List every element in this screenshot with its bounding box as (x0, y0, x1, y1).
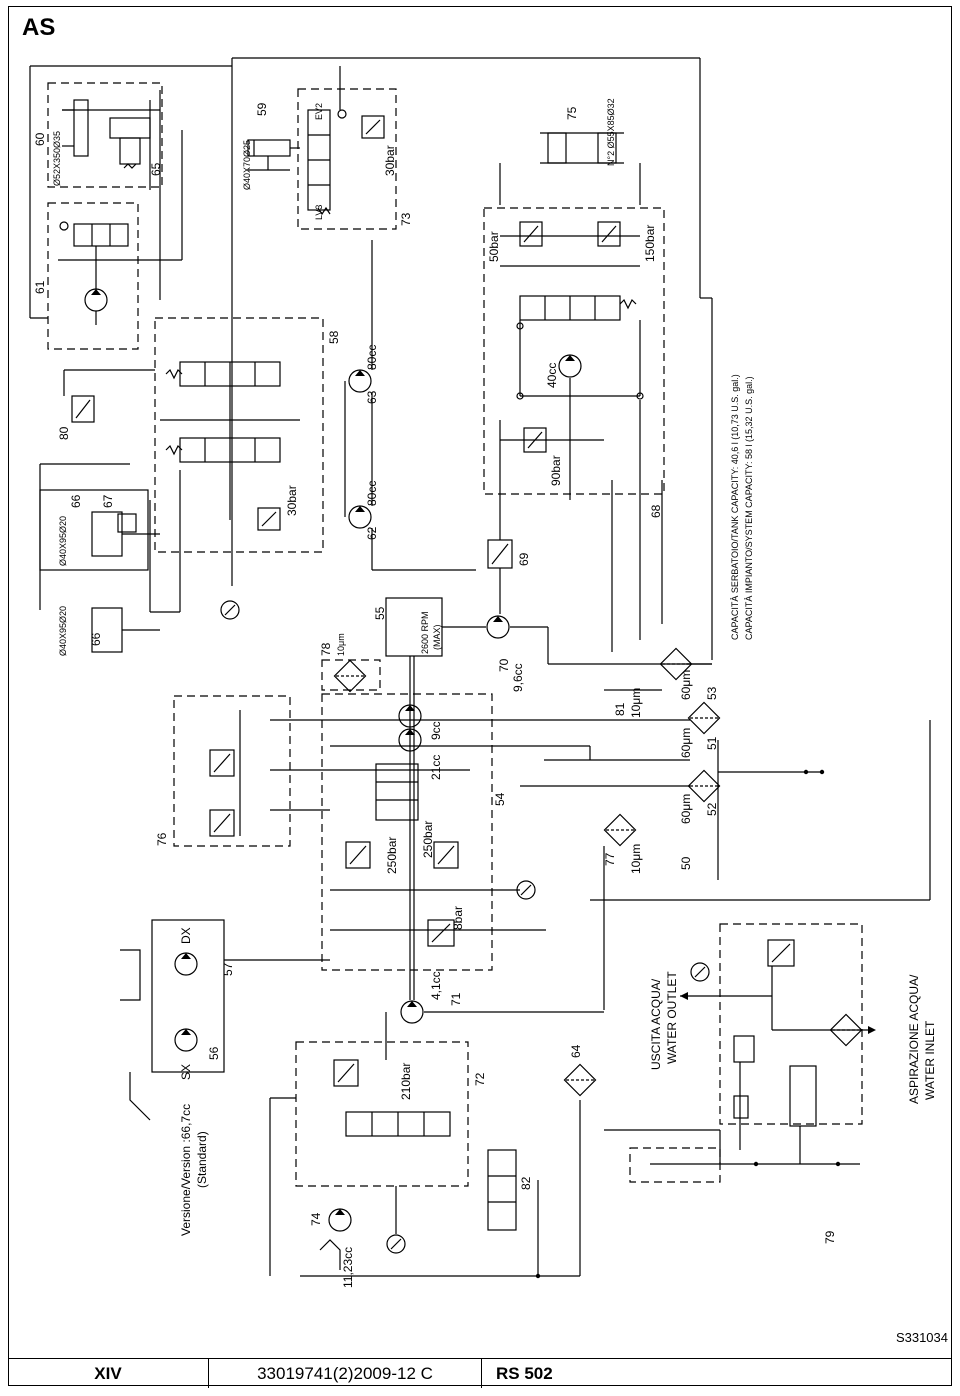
label-76: 76 (155, 832, 169, 846)
label-210bar: 210bar (399, 1063, 413, 1100)
label-water-inlet-1: ASPIRAZIONE ACQUA/ (907, 974, 921, 1104)
label-spec-a: Ø40X95Ø20 (58, 516, 68, 566)
sheet-label: AS (22, 14, 56, 41)
label-4-1cc: 4,1cc (429, 971, 443, 1000)
label-10um-a: 10μm (336, 633, 346, 656)
label-water-inlet-2: WATER INLET (923, 1020, 937, 1100)
label-60-spec: Ø52X350Ø35 (52, 131, 62, 186)
label-version: Versione/Version :66,7cc (179, 1104, 193, 1236)
document-number: 33019741(2)2009-12 C (209, 1359, 482, 1388)
label-8bar: 8bar (451, 906, 465, 930)
page-number: XIV (8, 1359, 209, 1388)
label-72: 72 (473, 1072, 487, 1086)
label-74: 74 (309, 1212, 323, 1226)
label-75-spec: N°2 Ø55X85Ø32 (606, 98, 616, 166)
label-70: 70 (497, 658, 511, 672)
label-30bar-b: 30bar (285, 485, 299, 516)
label-61: 61 (33, 280, 47, 294)
drawing-code: S331034 (895, 1330, 948, 1345)
label-55: 55 (373, 606, 387, 620)
label-71: 71 (449, 992, 463, 1006)
label-65: 65 (149, 162, 163, 176)
label-sx: SX (179, 1064, 193, 1080)
label-250bar-b: 250bar (421, 821, 435, 858)
label-64: 64 (569, 1044, 583, 1058)
label-57: 57 (221, 962, 235, 976)
label-lv3: LV3 (314, 205, 324, 220)
label-53: 53 (705, 686, 719, 700)
label-21cc: 21cc (429, 755, 443, 780)
label-80: 80 (57, 426, 71, 440)
label-52: 52 (705, 802, 719, 816)
label-82: 82 (519, 1176, 533, 1190)
label-78: 78 (319, 642, 333, 656)
label-63: 63 (365, 390, 379, 404)
label-77: 77 (603, 852, 617, 866)
label-90bar: 90bar (549, 455, 563, 486)
label-58: 58 (327, 330, 341, 344)
model-name: RS 502 (496, 1363, 553, 1383)
label-59-spec: Ø40X70Ø25 (242, 140, 252, 190)
label-56: 56 (207, 1046, 221, 1060)
label-spec-b: Ø40X95Ø20 (58, 606, 68, 656)
label-66-b: 66 (89, 632, 103, 646)
label-60um-a: 60μm (679, 670, 693, 700)
label-60um-b: 60μm (679, 728, 693, 758)
label-50: 50 (679, 856, 693, 870)
label-30bar-a: 30bar (383, 145, 397, 176)
label-59: 59 (255, 102, 269, 116)
label-68: 68 (649, 504, 663, 518)
label-dx: DX (179, 927, 193, 944)
label-60um-c: 60μm (679, 794, 693, 824)
label-51: 51 (705, 736, 719, 750)
title-block: XIV 33019741(2)2009-12 C RS 502 (8, 1358, 952, 1388)
label-version-standard: (Standard) (195, 1131, 209, 1188)
label-ev2: EV2 (314, 103, 324, 120)
label-73: 73 (399, 212, 413, 226)
label-66-a: 66 (69, 494, 83, 508)
label-10um-b: 10μm (629, 688, 643, 718)
label-rpm-max: (MAX) (432, 625, 442, 651)
label-79: 79 (823, 1230, 837, 1244)
label-water-outlet-1: USCITA ACQUA/ (649, 978, 663, 1070)
label-system-capacity: CAPACITÀ IMPIANTO/SYSTEM CAPACITY: 58 l … (744, 376, 754, 640)
label-80cc-b: 80cc (365, 481, 379, 506)
label-9cc: 9cc (429, 721, 443, 740)
label-81: 81 (613, 702, 627, 716)
label-40cc: 40cc (545, 363, 559, 388)
drawing-frame (8, 6, 952, 1386)
label-10um-c: 10μm (629, 844, 643, 874)
label-150bar: 150bar (643, 225, 657, 262)
label-250bar-a: 250bar (385, 837, 399, 874)
label-75: 75 (565, 106, 579, 120)
label-54: 54 (493, 792, 507, 806)
label-67: 67 (101, 494, 115, 508)
label-11-23cc: 11,23cc (341, 1247, 355, 1288)
label-80cc-a: 80cc (365, 345, 379, 370)
label-water-outlet-2: WATER OUTLET (665, 971, 679, 1064)
label-tank-capacity: CAPACITÀ SERBATOIO/TANK CAPACITY: 40,6 l… (730, 374, 740, 640)
label-9-6cc: 9,6cc (511, 663, 525, 692)
label-rpm: 2600 RPM (420, 611, 430, 654)
label-60: 60 (33, 132, 47, 146)
label-50bar: 50bar (487, 231, 501, 262)
label-69: 69 (517, 552, 531, 566)
label-62: 62 (365, 526, 379, 540)
